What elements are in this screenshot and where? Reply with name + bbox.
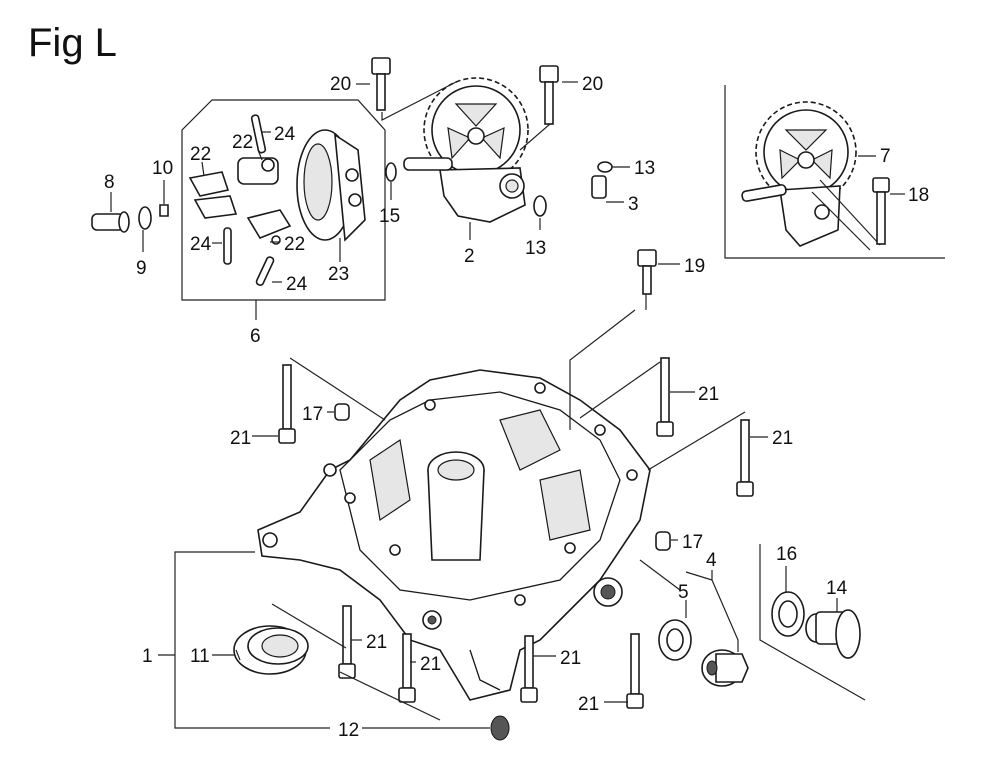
o-ring-13-a [597, 161, 613, 173]
washer-12 [490, 715, 510, 741]
pump-body-23 [296, 129, 366, 242]
inset-box [724, 85, 945, 259]
figure-title: Fig L [28, 21, 117, 65]
plug-14 [805, 609, 861, 659]
callout-24: 24 [274, 124, 296, 145]
callout-21: 21 [366, 632, 387, 653]
callout-4: 4 [706, 550, 717, 571]
bolt-21-f [520, 635, 538, 703]
callout-1: 1 [142, 646, 153, 667]
callout-22: 22 [232, 132, 253, 153]
callout-21: 21 [420, 654, 441, 675]
callout-17: 17 [302, 404, 323, 425]
callout-labels: 20 20 13 3 13 2 15 10 8 9 22 22 24 24 22… [104, 74, 929, 741]
callout-24: 24 [286, 274, 308, 295]
pin-24-a [250, 114, 267, 154]
leader-lines [110, 81, 905, 729]
bolt-19 [637, 249, 657, 295]
drain-plug-4 [701, 649, 749, 687]
callout-19: 19 [684, 256, 705, 277]
washer-9 [138, 206, 152, 230]
bolt-21-g [626, 633, 644, 709]
callout-22: 22 [190, 144, 211, 165]
o-ring-13-b [533, 195, 547, 217]
callout-9: 9 [136, 258, 147, 279]
callout-23: 23 [328, 264, 349, 285]
callout-6: 6 [250, 326, 261, 347]
bolt-21-d [338, 605, 356, 679]
callout-8: 8 [104, 172, 115, 193]
callout-21: 21 [560, 648, 581, 669]
bolt-20-b [539, 65, 559, 125]
callout-16: 16 [776, 544, 797, 565]
oil-seal-11 [233, 625, 309, 675]
dowel-17-a [334, 403, 350, 421]
callout-21: 21 [230, 428, 251, 449]
callout-13: 13 [634, 158, 655, 179]
callout-21: 21 [698, 384, 719, 405]
pin-24-c [255, 256, 275, 287]
rotor-22-b [237, 157, 279, 185]
callout-15: 15 [379, 206, 400, 227]
bolt-21-b [656, 357, 674, 437]
group-6-bracket [181, 99, 386, 301]
shaft-8 [91, 211, 130, 233]
callout-7: 7 [880, 146, 891, 167]
callout-11: 11 [190, 646, 210, 667]
pump-gear-2 [403, 77, 529, 223]
rotor-22-c [246, 209, 292, 245]
callout-18: 18 [908, 185, 929, 206]
callout-2: 2 [464, 246, 475, 267]
callout-10: 10 [152, 158, 173, 179]
bolt-21-c [736, 419, 754, 497]
oil-pipe-3 [544, 175, 607, 235]
seal-15 [385, 162, 397, 182]
callout-20: 20 [330, 74, 351, 95]
clip-10 [159, 204, 169, 217]
callout-13: 13 [525, 238, 546, 259]
callout-14: 14 [826, 578, 848, 599]
bolt-21-a [278, 364, 296, 444]
bolt-21-e [398, 633, 416, 703]
callout-17: 17 [682, 532, 703, 553]
pin-24-b [223, 227, 232, 265]
callout-20: 20 [582, 74, 603, 95]
callout-3: 3 [628, 194, 639, 215]
dowel-17-b [655, 531, 671, 551]
inset-gear-assembly [741, 101, 881, 251]
bolt-20-a [371, 57, 391, 111]
rotor-22-a [188, 171, 238, 219]
callout-5: 5 [678, 582, 689, 603]
callout-12: 12 [338, 720, 359, 741]
callout-21: 21 [578, 694, 599, 715]
bolt-18 [872, 177, 890, 245]
crankcase-cover-1 [257, 369, 651, 701]
bracket-14-16 [759, 544, 866, 701]
callout-22: 22 [284, 234, 305, 255]
callout-21: 21 [772, 428, 793, 449]
callout-24: 24 [190, 234, 212, 255]
